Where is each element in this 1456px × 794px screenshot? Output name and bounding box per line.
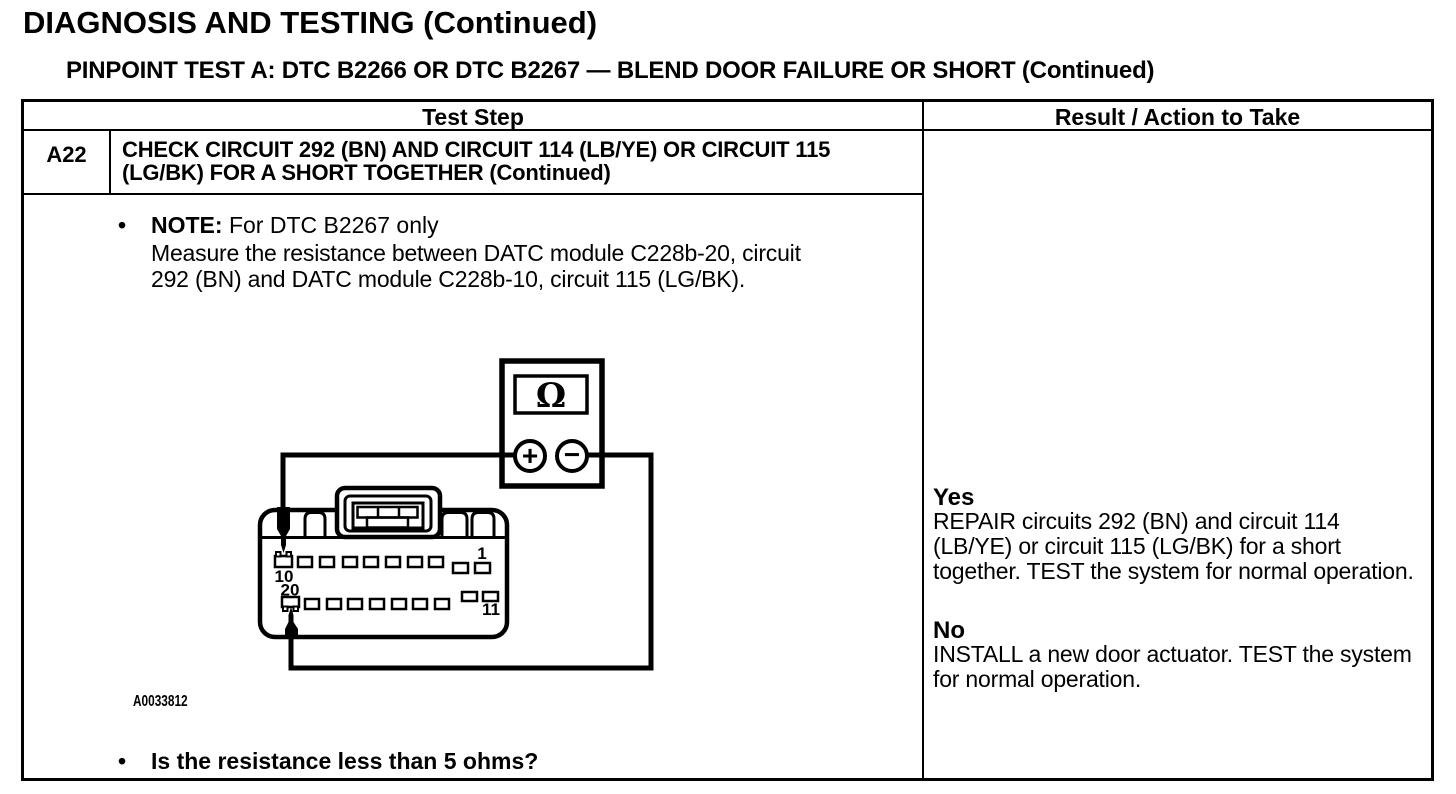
- negative-probe: [285, 607, 298, 638]
- connector-latch: [334, 485, 443, 540]
- question-bullet: •: [118, 748, 127, 774]
- connector-pin-20-stub: [282, 605, 289, 612]
- connector-latch-inner: [343, 494, 433, 533]
- minus-symbol: −: [564, 439, 580, 470]
- connector-pin-10-stub: [275, 551, 282, 558]
- connector-pin-10-stub: [285, 551, 292, 558]
- connector-pin-20-stub: [292, 605, 299, 612]
- connector-pin: [411, 597, 429, 611]
- negative-lead-wire: [288, 452, 654, 671]
- connector-tab: [303, 511, 327, 536]
- step-id: A22: [46, 142, 87, 167]
- note-text: For DTC B2267 only: [222, 212, 439, 238]
- ohm-symbol: Ω: [536, 376, 566, 416]
- test-circuit-figure: Ω + −: [257, 358, 654, 671]
- positive-probe: [277, 507, 290, 553]
- yes-label: Yes: [933, 484, 975, 511]
- connector-pin: [346, 597, 364, 611]
- step-title: CHECK CIRCUIT 292 (BN) AND CIRCUIT 114 (…: [122, 137, 831, 185]
- connector-pin: [460, 590, 479, 603]
- result-column-header: Result / Action to Take: [1054, 104, 1301, 130]
- header-bottom-border: [24, 129, 1431, 131]
- step-id-cell-right-border: [109, 131, 111, 193]
- connector-pin: [433, 597, 451, 611]
- ohmmeter-display: [513, 374, 589, 415]
- no-action: INSTALL a new door actuator. TEST the sy…: [933, 641, 1412, 692]
- connector-pin: [427, 555, 445, 569]
- connector-pin: [368, 597, 386, 611]
- connector-pin: [390, 597, 408, 611]
- connector-pin: [341, 555, 359, 569]
- connector-pin: [384, 555, 402, 569]
- connector-tab: [470, 511, 496, 536]
- page-title: DIAGNOSIS AND TESTING (Continued): [23, 5, 598, 40]
- positive-terminal: [513, 439, 547, 473]
- figure-caption: A0033812: [133, 693, 188, 710]
- connector-pin-20: [280, 595, 301, 609]
- column-divider: [922, 102, 924, 778]
- connector-pin: [296, 555, 314, 569]
- connector-pin-1: [473, 561, 492, 575]
- plus-symbol: +: [522, 440, 538, 471]
- pinpoint-test-table: Test Step Result / Action to Take A22 CH…: [21, 99, 1434, 781]
- no-label: No: [933, 617, 965, 644]
- pin-1-label: 1: [477, 544, 486, 563]
- connector-pin: [362, 555, 380, 569]
- pin-11-label: 11: [482, 600, 500, 619]
- note-label: NOTE:: [151, 212, 223, 238]
- pinpoint-test-title: PINPOINT TEST A: DTC B2266 OR DTC B2267 …: [66, 57, 1155, 84]
- positive-lead-wire: [280, 452, 530, 514]
- connector-pin: [325, 597, 343, 611]
- connector-tab: [440, 511, 469, 536]
- step-row-bottom-border: [24, 193, 922, 195]
- connector-pin-11: [481, 590, 500, 603]
- connector-pin: [406, 555, 424, 569]
- connector-pin: [318, 555, 336, 569]
- connector-pin-10: [273, 554, 294, 569]
- pin-10-label: 10: [275, 567, 294, 586]
- connector-pin: [303, 597, 321, 611]
- connector-pin: [451, 561, 470, 575]
- connector-latch-detail: [365, 516, 410, 529]
- pin-20-label: 20: [281, 581, 300, 600]
- note-line: NOTE: For DTC B2267 only: [151, 212, 439, 238]
- negative-terminal: [555, 439, 589, 473]
- instruction-text: Measure the resistance between DATC modu…: [151, 240, 801, 292]
- yes-action: REPAIR circuits 292 (BN) and circuit 114…: [933, 508, 1414, 584]
- test-step-column-header: Test Step: [422, 104, 524, 130]
- note-bullet: •: [118, 212, 127, 238]
- question-line: Is the resistance less than 5 ohms?: [151, 748, 539, 774]
